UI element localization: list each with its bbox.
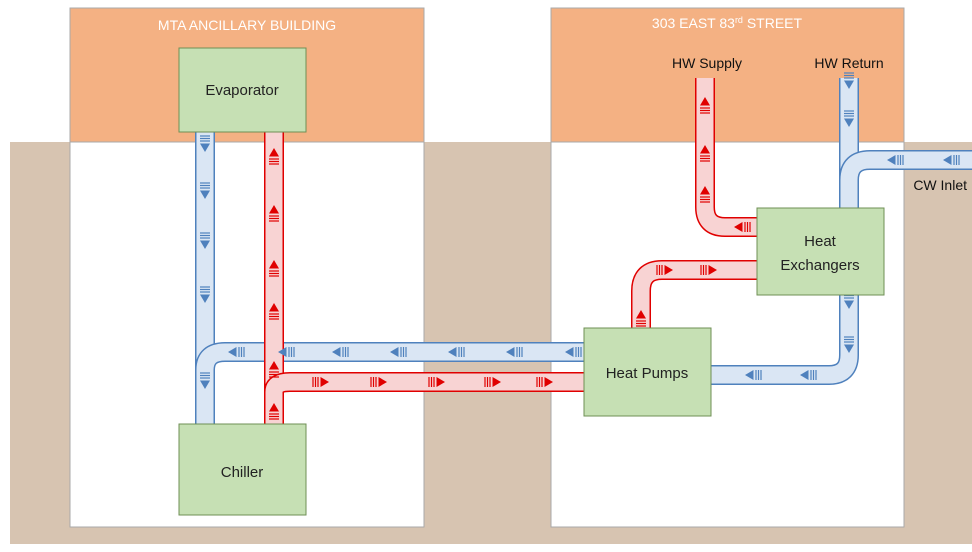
mta-building-title: MTA ANCILLARY BUILDING — [158, 17, 336, 33]
hot-pipe-mta-to-heatpumps — [264, 372, 584, 402]
cold-pipe-hx-to-heatpumps — [711, 295, 859, 385]
heat-pumps-box: Heat Pumps — [583, 327, 712, 417]
hw-supply-label: HW Supply — [672, 55, 742, 71]
cw-inlet-label: CW Inlet — [913, 177, 967, 193]
cw-inlet-pipe — [839, 150, 972, 181]
cold-pipe-heatpumps-to-mta — [195, 342, 584, 371]
hw-supply-pipe — [695, 78, 757, 237]
pipe-network — [195, 72, 972, 424]
heat-exchangers-box: Heat Exchangers — [756, 207, 885, 296]
heat-exchangers-label-line2: Exchangers — [780, 257, 859, 274]
chiller-box: Chiller — [178, 423, 307, 516]
mta-ancillary-building: MTA ANCILLARY BUILDING — [69, 7, 425, 528]
evaporator-label: Evaporator — [205, 82, 278, 99]
heat-exchangers-label-line1: Heat — [804, 233, 837, 250]
evaporator-box: Evaporator — [178, 47, 307, 133]
hw-return-label: HW Return — [814, 55, 883, 71]
east-83rd-building-title: 303 EAST 83rd STREET — [652, 15, 803, 31]
chiller-label: Chiller — [221, 464, 264, 481]
heat-pumps-label: Heat Pumps — [606, 365, 689, 382]
